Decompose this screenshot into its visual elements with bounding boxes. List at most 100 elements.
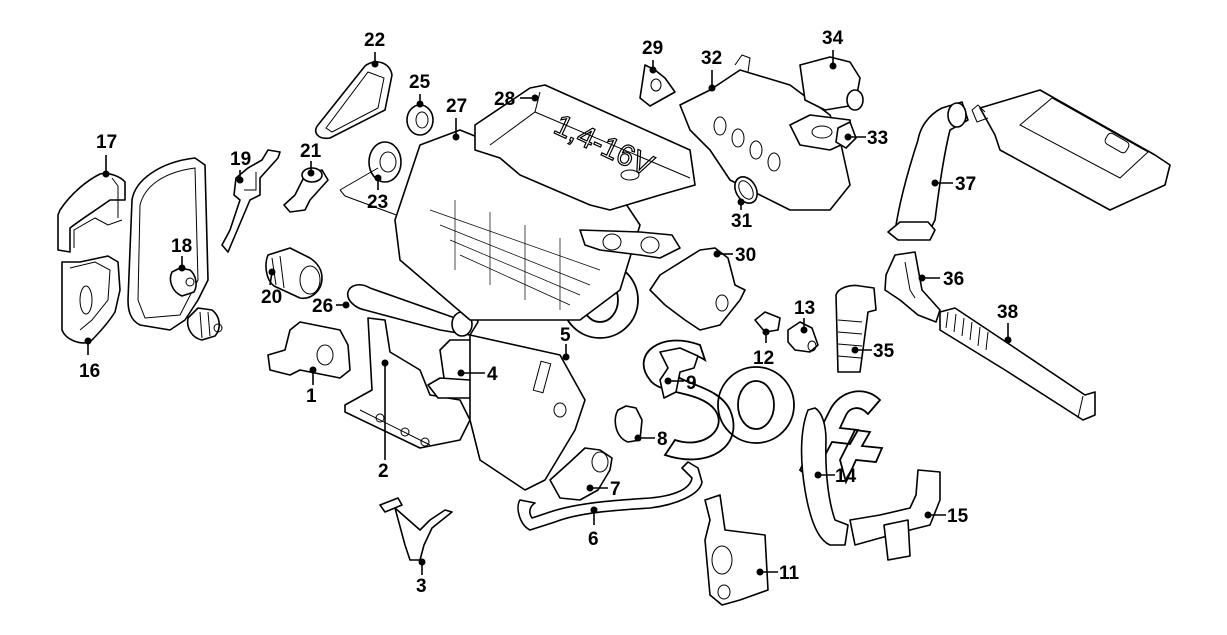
callout-5[interactable]: 5 (560, 325, 571, 361)
part-oil-pump[interactable] (267, 321, 351, 379)
callout-label: 34 (822, 28, 844, 49)
callout-17[interactable]: 17 (96, 132, 117, 178)
callout-19[interactable]: 19 (230, 149, 251, 184)
callout-30[interactable]: 30 (713, 245, 757, 266)
part-auxiliary-belt[interactable] (314, 61, 393, 140)
part-egr-valve[interactable] (549, 447, 613, 501)
part-sensor[interactable] (614, 405, 643, 443)
callout-label: 20 (261, 287, 282, 308)
part-air-inlet-hose[interactable] (939, 307, 1096, 421)
part-throttle-gasket[interactable] (730, 173, 761, 207)
callout-1[interactable]: 1 (306, 366, 317, 408)
part-oil-pickup[interactable] (379, 497, 453, 561)
watermark-letter-f (798, 390, 882, 482)
part-knock-sensor[interactable] (659, 347, 699, 399)
callout-33[interactable]: 33 (844, 128, 889, 149)
callout-14[interactable]: 14 (814, 466, 857, 487)
callout-label: 6 (588, 529, 599, 550)
callout-label: 5 (560, 325, 571, 346)
part-tensioner-bracket[interactable] (221, 149, 281, 253)
callout-15[interactable]: 15 (924, 506, 969, 527)
callout-label: 2 (378, 461, 389, 482)
callout-label: 19 (230, 149, 251, 170)
callout-26[interactable]: 26 (312, 296, 350, 317)
callout-21[interactable]: 21 (300, 141, 322, 177)
callout-34[interactable]: 34 (822, 28, 844, 70)
callout-label: 37 (955, 174, 976, 195)
callout-label: 3 (416, 576, 427, 597)
callout-label: 23 (367, 192, 388, 213)
callout-25[interactable]: 25 (409, 72, 431, 108)
callout-37[interactable]: 37 (931, 174, 977, 195)
callout-label: 12 (753, 348, 774, 369)
callout-27[interactable]: 27 (446, 96, 467, 141)
part-air-intake-bellows[interactable] (835, 284, 877, 373)
part-tensioner-pulley[interactable] (406, 104, 434, 136)
callout-7[interactable]: 7 (586, 479, 621, 500)
callout-label: 38 (997, 302, 1018, 323)
callout-11[interactable]: 11 (756, 563, 800, 584)
part-oil-filter-housing[interactable] (704, 494, 769, 606)
part-coolant-hose[interactable] (800, 407, 849, 546)
callout-6[interactable]: 6 (588, 506, 599, 551)
part-cylinder-head[interactable] (394, 129, 641, 321)
callout-label: 8 (657, 429, 668, 450)
callout-label: 26 (312, 296, 333, 317)
callout-13[interactable]: 13 (794, 298, 815, 334)
callout-16[interactable]: 16 (79, 337, 100, 383)
part-upper-timing-cover[interactable] (57, 172, 126, 253)
part-air-intake-pipe[interactable] (887, 101, 969, 241)
part-camshaft-pulley[interactable] (339, 141, 411, 221)
callout-12[interactable]: 12 (753, 328, 774, 370)
callout-label: 36 (943, 269, 964, 290)
part-ecu[interactable] (971, 89, 1171, 211)
callouts: 1 2 3 4 5 6 7 (79, 28, 1018, 597)
callout-label: 18 (171, 236, 192, 257)
callout-label: 4 (487, 364, 498, 385)
part-idler-pulley[interactable] (169, 267, 197, 297)
part-crank-pulley[interactable] (186, 307, 223, 341)
callout-3[interactable]: 3 (416, 558, 427, 598)
callout-20[interactable]: 20 (261, 268, 282, 309)
part-bracket[interactable] (639, 64, 676, 107)
callout-18[interactable]: 18 (171, 236, 192, 272)
callout-label: 29 (642, 38, 663, 59)
part-head-ports (579, 229, 681, 259)
part-timing-belt[interactable] (127, 157, 209, 331)
callout-23[interactable]: 23 (367, 174, 388, 214)
callout-label: 25 (409, 72, 431, 93)
callout-2[interactable]: 2 (378, 359, 389, 483)
callout-label: 11 (779, 563, 800, 584)
callout-label: 22 (364, 30, 385, 51)
callout-4[interactable]: 4 (457, 364, 499, 385)
part-thermostat-housing[interactable] (649, 247, 746, 331)
part-intake-manifold[interactable] (679, 54, 851, 211)
watermark-letter-t (839, 429, 884, 485)
callout-label: 27 (446, 96, 467, 117)
callout-32[interactable]: 32 (701, 48, 722, 92)
part-air-duct[interactable] (884, 251, 941, 323)
part-coolant-outlet[interactable] (787, 321, 819, 353)
part-tensioner-arm[interactable] (283, 167, 329, 213)
callout-35[interactable]: 35 (851, 341, 895, 362)
callout-9[interactable]: 9 (664, 373, 697, 394)
callout-8[interactable]: 8 (634, 429, 668, 450)
callout-29[interactable]: 29 (642, 38, 663, 74)
callout-36[interactable]: 36 (918, 269, 965, 290)
part-coolant-pipe[interactable] (517, 461, 703, 531)
watermark-letter-o (717, 366, 795, 444)
callout-label: 1 (306, 386, 317, 407)
callout-label: 28 (494, 89, 515, 110)
callout-38[interactable]: 38 (997, 302, 1018, 344)
callout-label: 21 (300, 141, 322, 162)
callout-31[interactable]: 31 (731, 198, 753, 233)
callout-28[interactable]: 28 (494, 89, 539, 110)
part-water-hose[interactable] (849, 469, 941, 561)
callout-label: 35 (873, 341, 895, 362)
part-lower-timing-cover[interactable] (61, 255, 121, 344)
part-catalytic-converter[interactable] (427, 339, 483, 399)
part-engine-block[interactable] (469, 334, 586, 491)
callout-label: 30 (735, 245, 756, 266)
callout-22[interactable]: 22 (364, 30, 385, 68)
